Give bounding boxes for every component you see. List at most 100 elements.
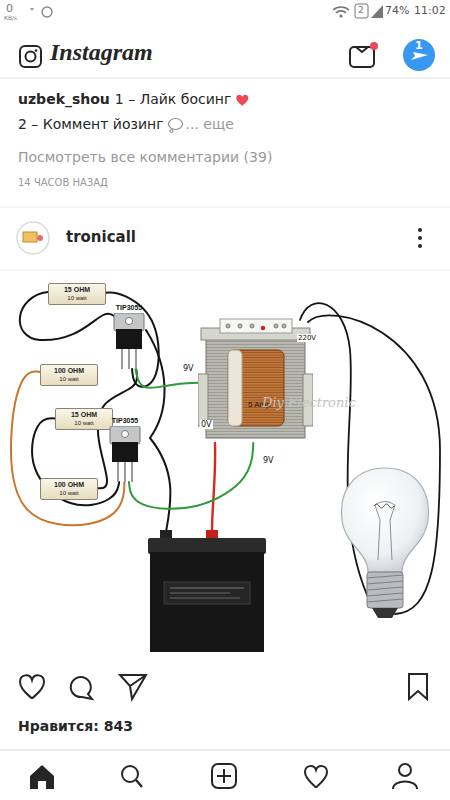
light-bulb-part: [374, 504, 394, 508]
username: tronicall: [66, 229, 136, 246]
divider: [0, 207, 450, 208]
resistance-value: 15 OHM: [61, 411, 107, 419]
battery-level: 74%: [385, 5, 409, 18]
signal-icon: [371, 5, 383, 18]
wire-connector: [98, 369, 137, 488]
resistance-value: 15 OHM: [54, 286, 100, 294]
wire-connector: [106, 293, 159, 387]
bottom-nav-part: [393, 782, 417, 790]
part-label: TIP3055: [108, 416, 142, 426]
direct-plane: [411, 52, 428, 60]
transformer-symbol: [198, 318, 313, 443]
heat-tab: [110, 426, 140, 444]
side-bracket: [198, 374, 208, 426]
terminal-screw: [282, 324, 286, 328]
side-bracket: [303, 374, 313, 426]
wire-connector: [11, 371, 124, 525]
sync-icon: [42, 7, 52, 17]
light-bulb-part: [342, 468, 429, 572]
igtv-dot: [370, 42, 378, 50]
home-icon: [30, 765, 54, 789]
terminal-screw: [226, 324, 230, 328]
resistance-value: 100 OHM: [46, 481, 92, 489]
more-dots-part: [418, 236, 422, 240]
bottom-nav-part: [136, 780, 142, 787]
watermark: Diy Electronic: [262, 396, 356, 411]
data-unit: KB/s: [4, 15, 17, 22]
wire-connector: [135, 369, 198, 388]
power-rating: 10 watt: [54, 294, 100, 302]
battery-part: [170, 593, 230, 594]
comment-text: 2 – Коммент йозинг: [18, 116, 164, 132]
share-icon: [120, 675, 146, 699]
resistor-box: 15 OHM10 watt: [48, 283, 106, 305]
resistor-box: 100 OHM10 watt: [40, 478, 98, 500]
app-header-part: [356, 47, 368, 52]
lamp-wire: [300, 303, 372, 606]
heart-emoji: [236, 95, 248, 106]
transistor: TIP3055: [112, 303, 146, 369]
part-label: 5 Amp: [248, 400, 313, 410]
mount-hole: [126, 318, 133, 325]
status-bar-part: [339, 14, 342, 17]
bottom-nav-part: [217, 769, 231, 783]
wire: [20, 292, 114, 340]
search-icon: [122, 766, 138, 782]
transistor-pin: [135, 349, 137, 369]
like-icon: [20, 675, 44, 699]
insulation-tape: [228, 350, 242, 426]
camera-icon: [20, 46, 41, 67]
igtv-icon: [350, 47, 374, 67]
voltage-label: 0V: [200, 420, 213, 429]
timestamp: 14 ЧАСОВ НАЗАД: [18, 177, 108, 189]
avatar-part: [23, 232, 37, 242]
thread-line: [367, 599, 403, 602]
wire-connector: [32, 418, 119, 505]
copper-winding: [228, 350, 284, 426]
app-header-part: [35, 49, 38, 52]
app-header-part: [26, 52, 36, 62]
profile-icon: [399, 764, 411, 776]
terminal-screw: [250, 324, 254, 328]
transistor-symbol: [109, 426, 141, 482]
thread-line: [367, 575, 403, 578]
transistor-pin: [131, 462, 133, 482]
battery-part: [164, 582, 250, 604]
thread-line: [367, 581, 403, 584]
bottom-nav-part: [0, 750, 450, 751]
sim-number: 2: [358, 5, 364, 15]
resistor-box: 15 OHM10 watt: [55, 408, 113, 430]
post-actions: [20, 674, 427, 699]
more-dots-part: [418, 228, 422, 232]
new-post-icon: [212, 764, 236, 788]
bottom-nav: [0, 750, 450, 789]
wifi-icon: [333, 7, 349, 13]
terminal-screw: [274, 324, 278, 328]
avatar-part: [17, 222, 49, 254]
direct-badge: [403, 39, 435, 71]
transistor-body: [112, 442, 138, 462]
comment-icon: [71, 677, 92, 699]
transformer: 5 Amp: [198, 318, 313, 443]
view-comments: Посмотреть все комментарии (39): [18, 149, 272, 165]
more-dots: [418, 228, 422, 248]
heat-tab: [114, 313, 144, 331]
status-bar: [0, 0, 450, 24]
more-dots-part: [418, 244, 422, 248]
transistor-pin: [124, 462, 126, 482]
likes-count: Нравится: 843: [18, 718, 133, 734]
lamp-wire: [308, 315, 440, 614]
more-link: ... еще: [186, 116, 234, 132]
wire-connector: [129, 443, 253, 509]
terminal-board: [220, 319, 292, 333]
divider: [0, 270, 450, 271]
top-bracket: [201, 328, 310, 340]
power-rating: 10 watt: [46, 375, 92, 383]
terminal-screw: [238, 324, 242, 328]
activity-icon: [305, 766, 327, 788]
